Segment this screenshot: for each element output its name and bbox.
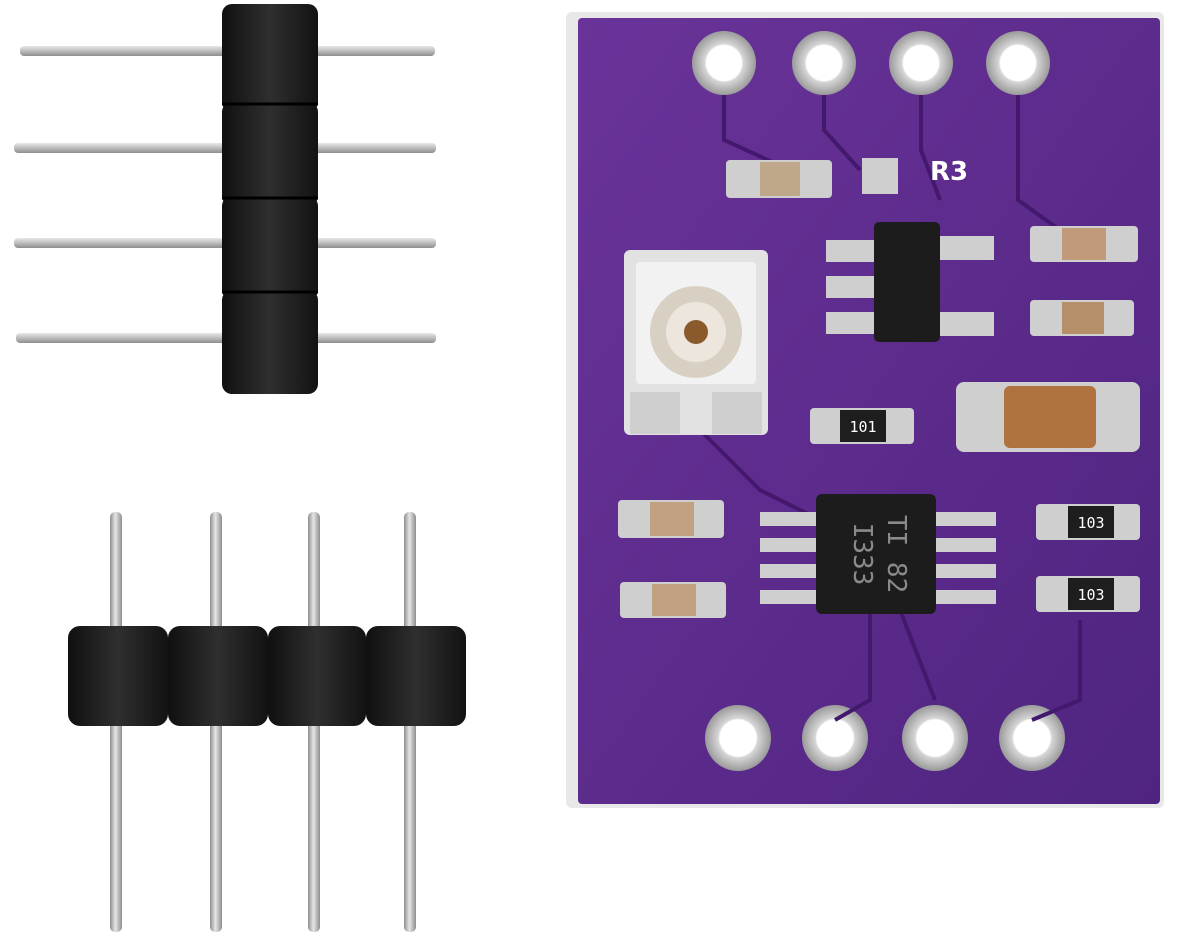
ic-marking-line-2: I333: [847, 523, 877, 586]
ic-marking-line-1: TI 82: [881, 515, 911, 593]
smd-capacitor: [618, 500, 724, 538]
horizontal-pin-header: [14, 4, 436, 394]
resistor-code: 103: [1077, 586, 1104, 604]
vertical-pin-header: [68, 512, 466, 932]
header-plastic-body: [222, 4, 318, 394]
msop8-ic: TI 82 I333: [760, 494, 996, 614]
sot23-transistor: [826, 222, 994, 342]
smd-resistor-103: 103: [1036, 576, 1140, 612]
mounting-holes-top: [692, 31, 1050, 95]
smd-resistor-103: 103: [1036, 504, 1140, 540]
mounting-holes-bottom: [705, 705, 1065, 771]
smd-resistor-101: 101: [810, 408, 914, 444]
smd-capacitor: [620, 582, 726, 618]
smd-capacitor: [1030, 226, 1138, 262]
pcb-traces: [698, 95, 1082, 722]
resistor-code: 101: [849, 418, 876, 436]
large-smd-capacitor: [956, 382, 1140, 452]
resistor-code: 103: [1077, 514, 1104, 532]
smd-capacitor: [1030, 300, 1134, 336]
header-plastic-body: [68, 626, 466, 726]
silkscreen-label: R3: [930, 157, 968, 187]
smd-capacitor: [726, 160, 832, 198]
purple-pcb-board: R3: [566, 12, 1164, 808]
trim-potentiometer: [624, 250, 768, 435]
r3-pad: R3: [862, 157, 968, 194]
